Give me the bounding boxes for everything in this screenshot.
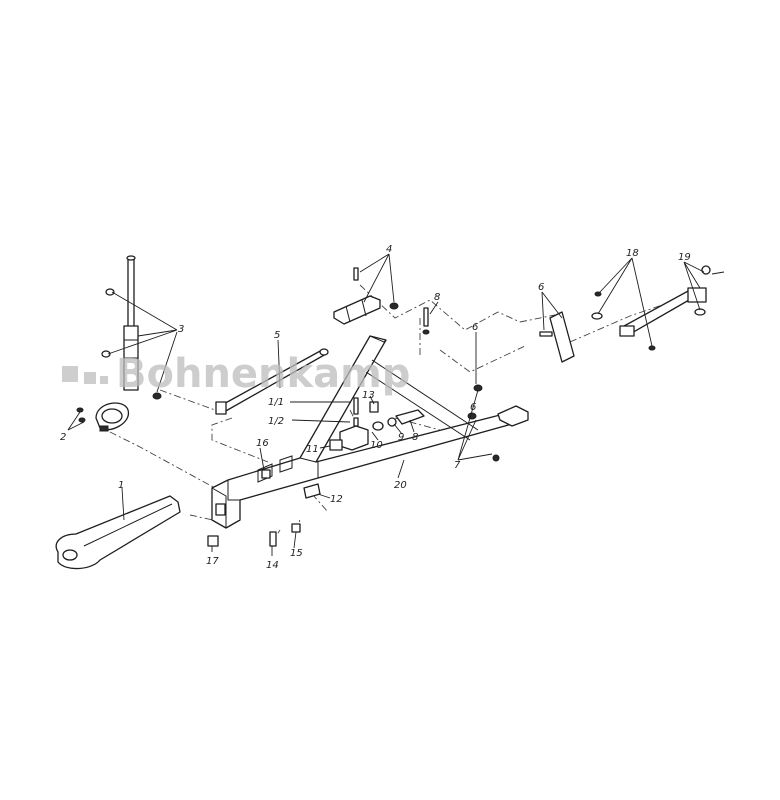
watermark: Bohnenkamp bbox=[62, 351, 410, 397]
label-6-left: 6 bbox=[472, 322, 478, 333]
label-17: 17 bbox=[206, 556, 219, 567]
label-8-upper: 8 bbox=[434, 292, 440, 303]
support-bar-part-6 bbox=[467, 311, 575, 462]
label-1: 1 bbox=[118, 480, 124, 491]
label-7: 7 bbox=[454, 460, 461, 471]
label-6-center: 6 bbox=[470, 402, 476, 413]
label-6-right: 6 bbox=[538, 282, 544, 293]
label-1-1: 1/1 bbox=[268, 397, 284, 408]
main-frame-part-20 bbox=[211, 335, 529, 529]
label-5: 5 bbox=[274, 330, 280, 341]
label-3: 3 bbox=[178, 324, 184, 335]
label-13: 13 bbox=[362, 390, 375, 401]
hinge-bracket-part-4 bbox=[333, 267, 399, 325]
jack-stand-part-3 bbox=[101, 255, 162, 400]
watermark-text: Bohnenkamp bbox=[116, 351, 410, 397]
label-18: 18 bbox=[626, 248, 639, 259]
watermark-square-1 bbox=[62, 366, 78, 382]
label-20: 20 bbox=[394, 480, 407, 491]
end-fitting-part-19 bbox=[687, 265, 725, 316]
label-15: 15 bbox=[290, 548, 303, 559]
label-11: 11 bbox=[306, 444, 319, 455]
label-14: 14 bbox=[266, 560, 279, 571]
label-10: 10 bbox=[370, 440, 383, 451]
center-cluster-parts bbox=[261, 397, 425, 499]
watermark-square-3 bbox=[100, 376, 108, 384]
label-4: 4 bbox=[386, 244, 392, 255]
label-12: 12 bbox=[330, 494, 343, 505]
label-2: 2 bbox=[60, 432, 66, 443]
clamp-ring-part-2 bbox=[76, 402, 129, 432]
assembly-lines bbox=[109, 284, 701, 547]
label-19: 19 bbox=[678, 252, 691, 263]
label-8-lower: 8 bbox=[412, 432, 418, 443]
small-hardware bbox=[207, 523, 301, 547]
rod-part-5 bbox=[215, 348, 329, 415]
leader-lines bbox=[67, 253, 705, 556]
label-16: 16 bbox=[256, 438, 269, 449]
label-1-2: 1/2 bbox=[268, 416, 284, 427]
watermark-square-2 bbox=[84, 372, 96, 384]
bolt-part-8-upper bbox=[422, 307, 430, 335]
label-9: 9 bbox=[398, 432, 404, 443]
callout-labels: 1 1/1 1/2 2 3 4 5 6 6 6 7 8 8 9 10 11 12… bbox=[60, 244, 691, 571]
drawbar-part-1 bbox=[55, 495, 181, 570]
